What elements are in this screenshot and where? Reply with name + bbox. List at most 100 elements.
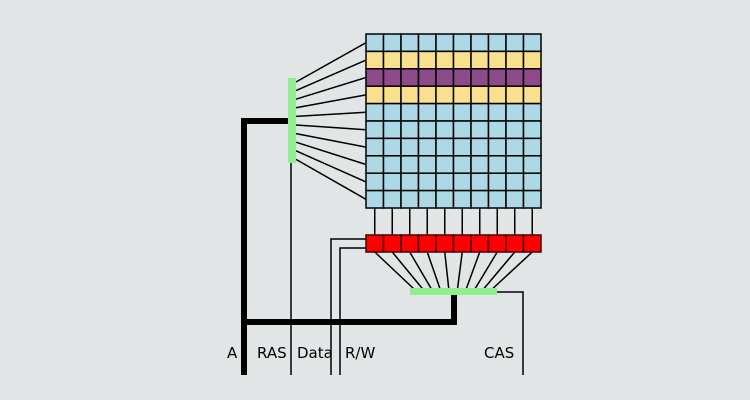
memory-cell	[400, 189, 420, 209]
memory-cell	[417, 172, 437, 192]
memory-cell	[435, 189, 455, 209]
memory-cell	[487, 137, 507, 157]
memory-cell	[470, 155, 490, 174]
memory-cell	[435, 102, 455, 122]
memory-cell	[505, 68, 525, 87]
memory-cell	[382, 68, 402, 87]
memory-cell	[470, 120, 490, 140]
memory-cell	[452, 50, 472, 70]
memory-cell	[487, 102, 507, 122]
memory-cell	[400, 137, 420, 157]
memory-cell	[382, 85, 402, 105]
memory-cell	[417, 68, 437, 87]
memory-cell	[470, 33, 490, 53]
memory-cell	[382, 102, 402, 122]
column-select-line	[444, 251, 450, 290]
memory-cell	[400, 50, 420, 70]
memory-cell	[435, 120, 455, 140]
memory-cell	[417, 85, 437, 105]
memory-cell	[452, 102, 472, 122]
memory-cell	[435, 172, 455, 192]
sense-amplifier	[487, 234, 507, 253]
word-line	[295, 76, 367, 100]
column-select-line	[491, 251, 533, 290]
memory-cell	[417, 50, 437, 70]
data-line	[330, 238, 366, 375]
memory-cell	[435, 137, 455, 157]
memory-cell	[365, 120, 385, 140]
column-select-line	[374, 251, 415, 290]
memory-cell	[382, 189, 402, 209]
word-line	[295, 158, 367, 200]
memory-cell	[505, 120, 525, 140]
memory-cell	[487, 33, 507, 53]
memory-cell	[435, 68, 455, 87]
memory-cell	[365, 50, 385, 70]
memory-cell	[417, 155, 437, 174]
column-select-line	[426, 251, 441, 290]
memory-cell	[505, 33, 525, 53]
memory-cell	[487, 120, 507, 140]
column-select-line	[456, 251, 463, 290]
memory-cell	[470, 85, 490, 105]
memory-cell	[452, 85, 472, 105]
word-line	[295, 141, 367, 166]
memory-cell	[487, 155, 507, 174]
label-rw: R/W	[345, 344, 375, 362]
memory-cell	[417, 189, 437, 209]
rw-line	[339, 247, 366, 375]
memory-cell	[417, 120, 437, 140]
memory-cell	[522, 85, 542, 105]
sense-amplifier	[417, 234, 437, 253]
memory-cell	[522, 155, 542, 174]
column-select-line	[465, 251, 481, 290]
memory-cell	[365, 189, 385, 209]
sense-amplifier	[505, 234, 525, 253]
memory-cell	[522, 120, 542, 140]
memory-cell	[522, 33, 542, 53]
memory-cell	[400, 85, 420, 105]
column-decoder	[410, 288, 497, 295]
memory-cell	[470, 50, 490, 70]
memory-cell	[505, 137, 525, 157]
memory-cell	[505, 172, 525, 192]
sense-amplifier-row	[365, 234, 542, 253]
memory-cell	[365, 172, 385, 192]
memory-cell	[487, 50, 507, 70]
word-line	[295, 150, 367, 183]
label-address: A	[227, 344, 238, 362]
memory-cell	[365, 68, 385, 87]
memory-cell	[452, 68, 472, 87]
memory-cell	[505, 50, 525, 70]
memory-cell	[452, 189, 472, 209]
memory-cell	[452, 120, 472, 140]
sense-amplifier	[522, 234, 542, 253]
memory-cell	[400, 33, 420, 53]
memory-cell-array	[365, 33, 542, 209]
memory-cell	[522, 137, 542, 157]
memory-cell	[522, 172, 542, 192]
sense-amplifier	[470, 234, 490, 253]
memory-cell	[382, 120, 402, 140]
column-select-line	[483, 251, 516, 290]
memory-cell	[382, 137, 402, 157]
row-decoder	[288, 78, 296, 163]
memory-cell	[400, 68, 420, 87]
memory-cell	[400, 102, 420, 122]
memory-cell	[487, 172, 507, 192]
memory-cell	[522, 102, 542, 122]
word-line	[295, 59, 367, 92]
memory-cell	[470, 172, 490, 192]
column-select-line	[474, 251, 498, 290]
memory-cell	[505, 189, 525, 209]
column-select-line	[409, 251, 433, 290]
sense-amplifier	[435, 234, 455, 253]
memory-cell	[382, 33, 402, 53]
memory-cell	[400, 155, 420, 174]
word-line	[295, 132, 367, 148]
memory-cell	[522, 68, 542, 87]
label-cas: CAS	[484, 344, 514, 362]
memory-cell	[522, 50, 542, 70]
memory-cell	[435, 33, 455, 53]
column-select-line	[391, 251, 424, 290]
